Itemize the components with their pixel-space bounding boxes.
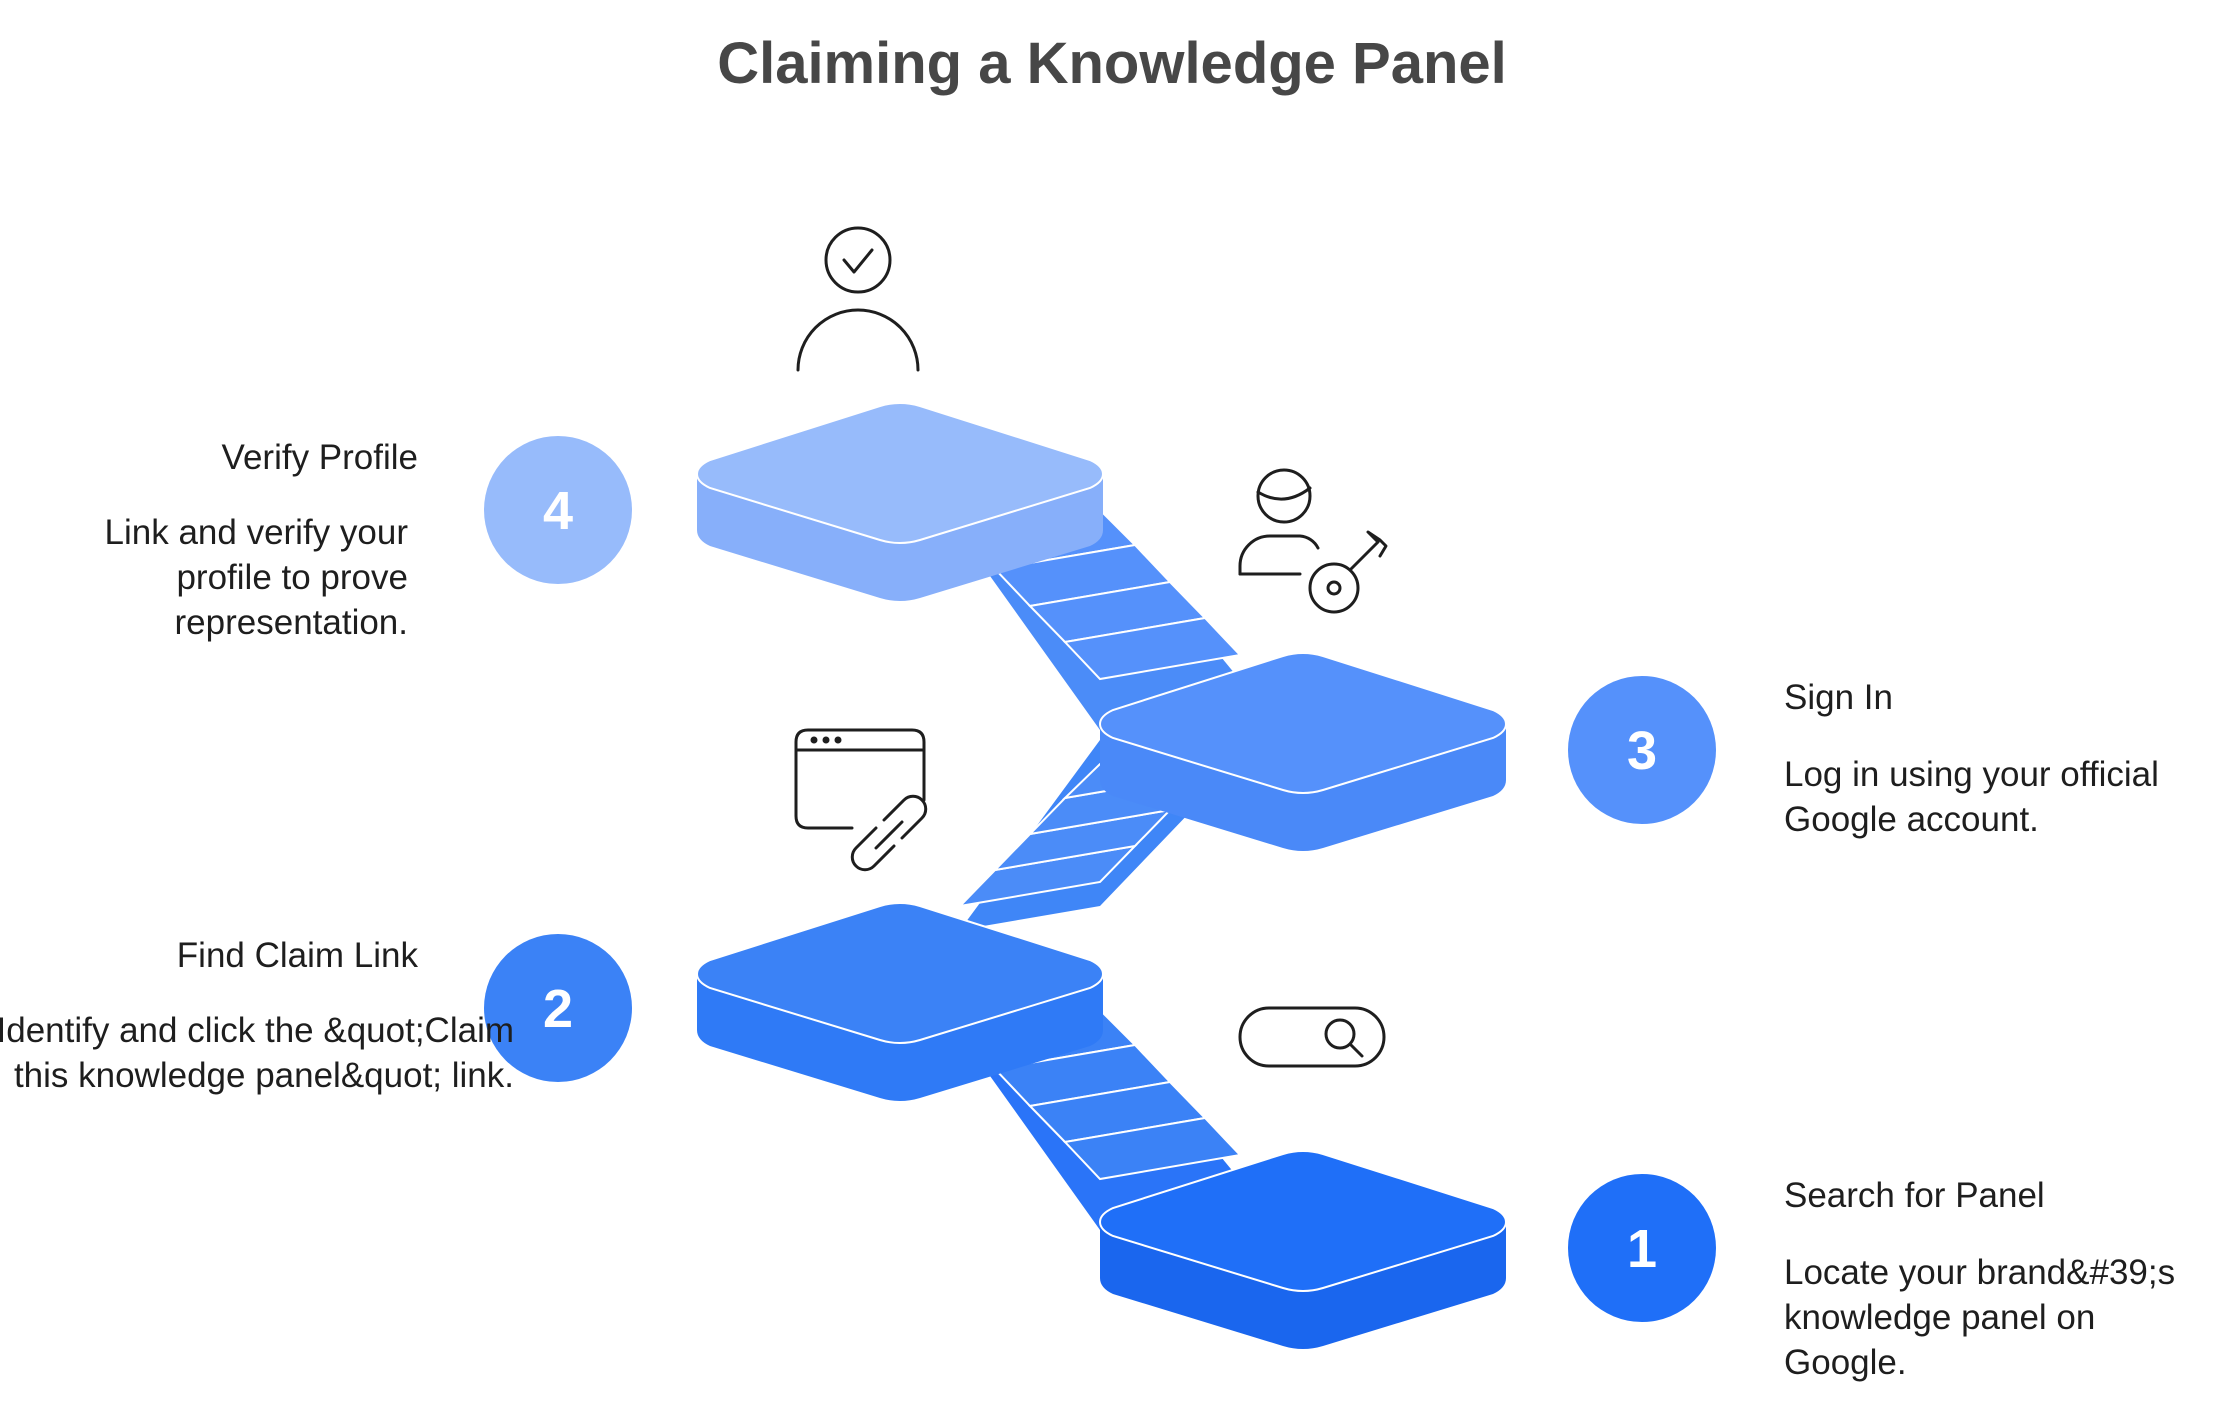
browser-link-icon	[794, 728, 928, 872]
step-4-number: 4	[543, 481, 573, 541]
step-3-description: Log in using your official Google accoun…	[1784, 755, 2159, 839]
step-4-badge: 4	[484, 436, 632, 584]
step-2-number: 2	[543, 979, 573, 1039]
verified-user-icon	[796, 226, 920, 372]
step-1-description: Locate your brand&#39;s knowledge panel …	[1784, 1253, 2176, 1382]
platform-1	[1098, 1150, 1508, 1349]
page-title: Claiming a Knowledge Panel	[717, 31, 1507, 96]
platform-2	[695, 902, 1105, 1101]
user-key-icon	[1238, 468, 1388, 614]
platform-4	[695, 402, 1105, 601]
step-3-badge: 3	[1568, 676, 1716, 824]
platform-3	[1098, 652, 1508, 851]
step-4-description: Link and verify your profile to prove re…	[104, 513, 408, 642]
step-1-title: Search for Panel	[1784, 1176, 2045, 1215]
step-1-number: 1	[1627, 1219, 1657, 1279]
step-3-title: Sign In	[1784, 678, 1893, 717]
step-2-title: Find Claim Link	[176, 936, 418, 975]
stairs-3-4	[957, 508, 1243, 730]
step-2-description: Identify and click the &quot;Claim this …	[0, 1011, 514, 1095]
step-4-title: Verify Profile	[221, 438, 418, 477]
step-2-badge: 2	[484, 934, 632, 1082]
step-3-number: 3	[1627, 721, 1657, 781]
search-bar-icon	[1238, 1006, 1386, 1068]
step-1-badge: 1	[1568, 1174, 1716, 1322]
